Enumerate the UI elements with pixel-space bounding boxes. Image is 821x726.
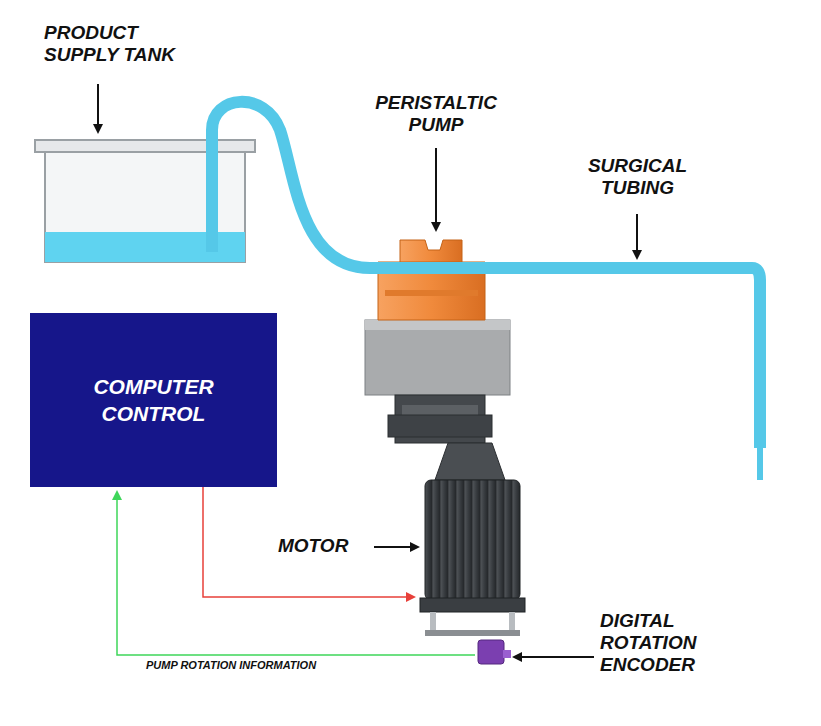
part-label-box: DIGITAL ROTATION ENCODER: [600, 610, 750, 676]
part-label-box: MOTOR: [278, 535, 373, 557]
control-wire: [203, 487, 414, 597]
part-label: SURGICAL TUBING: [588, 155, 687, 198]
part-label-box: PRODUCT SUPPLY TANK: [44, 22, 209, 66]
rotation-encoder: [478, 640, 511, 664]
signal-label-box: PUMP ROTATION INFORMATION: [146, 659, 406, 672]
leader-arrow: [97, 84, 99, 132]
part-label: DIGITAL ROTATION ENCODER: [600, 610, 696, 675]
peristaltic-pump: [378, 240, 485, 320]
control-box: COMPUTER CONTROL: [30, 313, 277, 487]
supply-tank: [35, 140, 255, 262]
part-label: PERISTALTIC PUMP: [375, 92, 497, 135]
leader-arrow: [636, 214, 638, 258]
surgical-tubing: [212, 102, 760, 330]
motor: [420, 443, 525, 636]
part-label: PRODUCT SUPPLY TANK: [44, 22, 175, 65]
tubing-end: [754, 318, 766, 448]
part-label-box: SURGICAL TUBING: [565, 155, 710, 199]
box-text: COMPUTER CONTROL: [79, 373, 229, 428]
pump-mount: [365, 320, 510, 443]
part-label-box: PERISTALTIC PUMP: [361, 92, 511, 136]
part-label: MOTOR: [278, 535, 348, 556]
tubing-nozzle: [757, 446, 763, 480]
feedback-wire: [117, 492, 475, 655]
leader-arrow: [435, 148, 437, 230]
leader-arrow: [374, 546, 418, 548]
signal-label: PUMP ROTATION INFORMATION: [146, 659, 316, 671]
leader-arrow: [514, 656, 594, 658]
